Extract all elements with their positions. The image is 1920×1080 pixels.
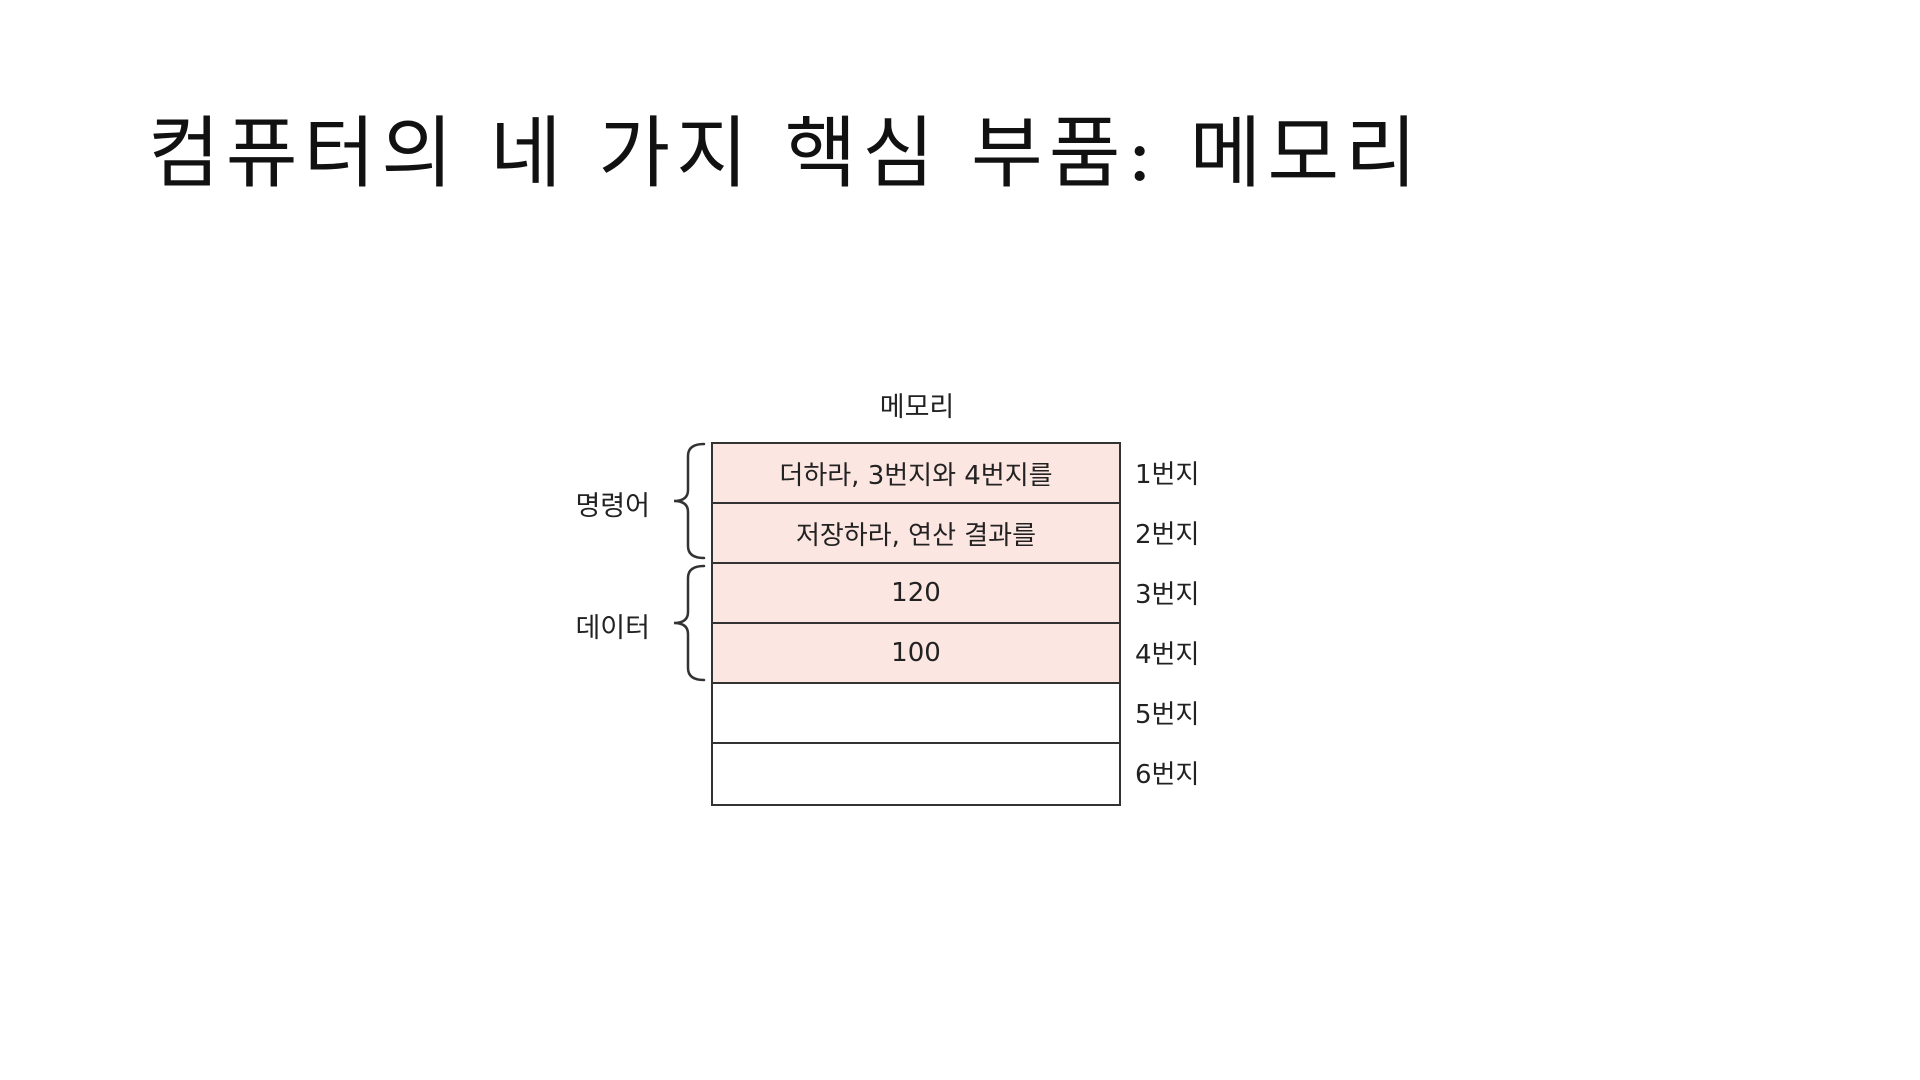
- memory-cell-6: [713, 744, 1119, 804]
- address-column: 1번지 2번지 3번지 4번지 5번지 6번지: [1135, 442, 1199, 802]
- memory-cell-3: 120: [713, 564, 1119, 624]
- address-label-3: 3번지: [1135, 579, 1200, 610]
- memory-table: 더하라, 3번지와 4번지를 저장하라, 연산 결과를 120 100: [711, 442, 1121, 806]
- address-label-2: 2번지: [1135, 519, 1200, 550]
- memory-cell-4: 100: [713, 624, 1119, 684]
- memory-cell-5: [713, 684, 1119, 744]
- address-label-1: 1번지: [1135, 459, 1200, 490]
- memory-cell-2: 저장하라, 연산 결과를: [713, 504, 1119, 564]
- instruction-brace: [673, 442, 706, 560]
- data-group-label: 데이터: [575, 613, 650, 644]
- memory-cell-1: 더하라, 3번지와 4번지를: [713, 444, 1119, 504]
- memory-label: 메모리: [879, 392, 955, 423]
- address-label-6: 6번지: [1135, 759, 1200, 790]
- data-brace: [673, 564, 706, 682]
- address-label-5: 5번지: [1135, 699, 1200, 730]
- instruction-group-label: 명령어: [575, 491, 650, 522]
- address-label-4: 4번지: [1135, 639, 1200, 670]
- slide-title: 컴퓨터의 네 가지 핵심 부품: 메모리: [148, 109, 1423, 199]
